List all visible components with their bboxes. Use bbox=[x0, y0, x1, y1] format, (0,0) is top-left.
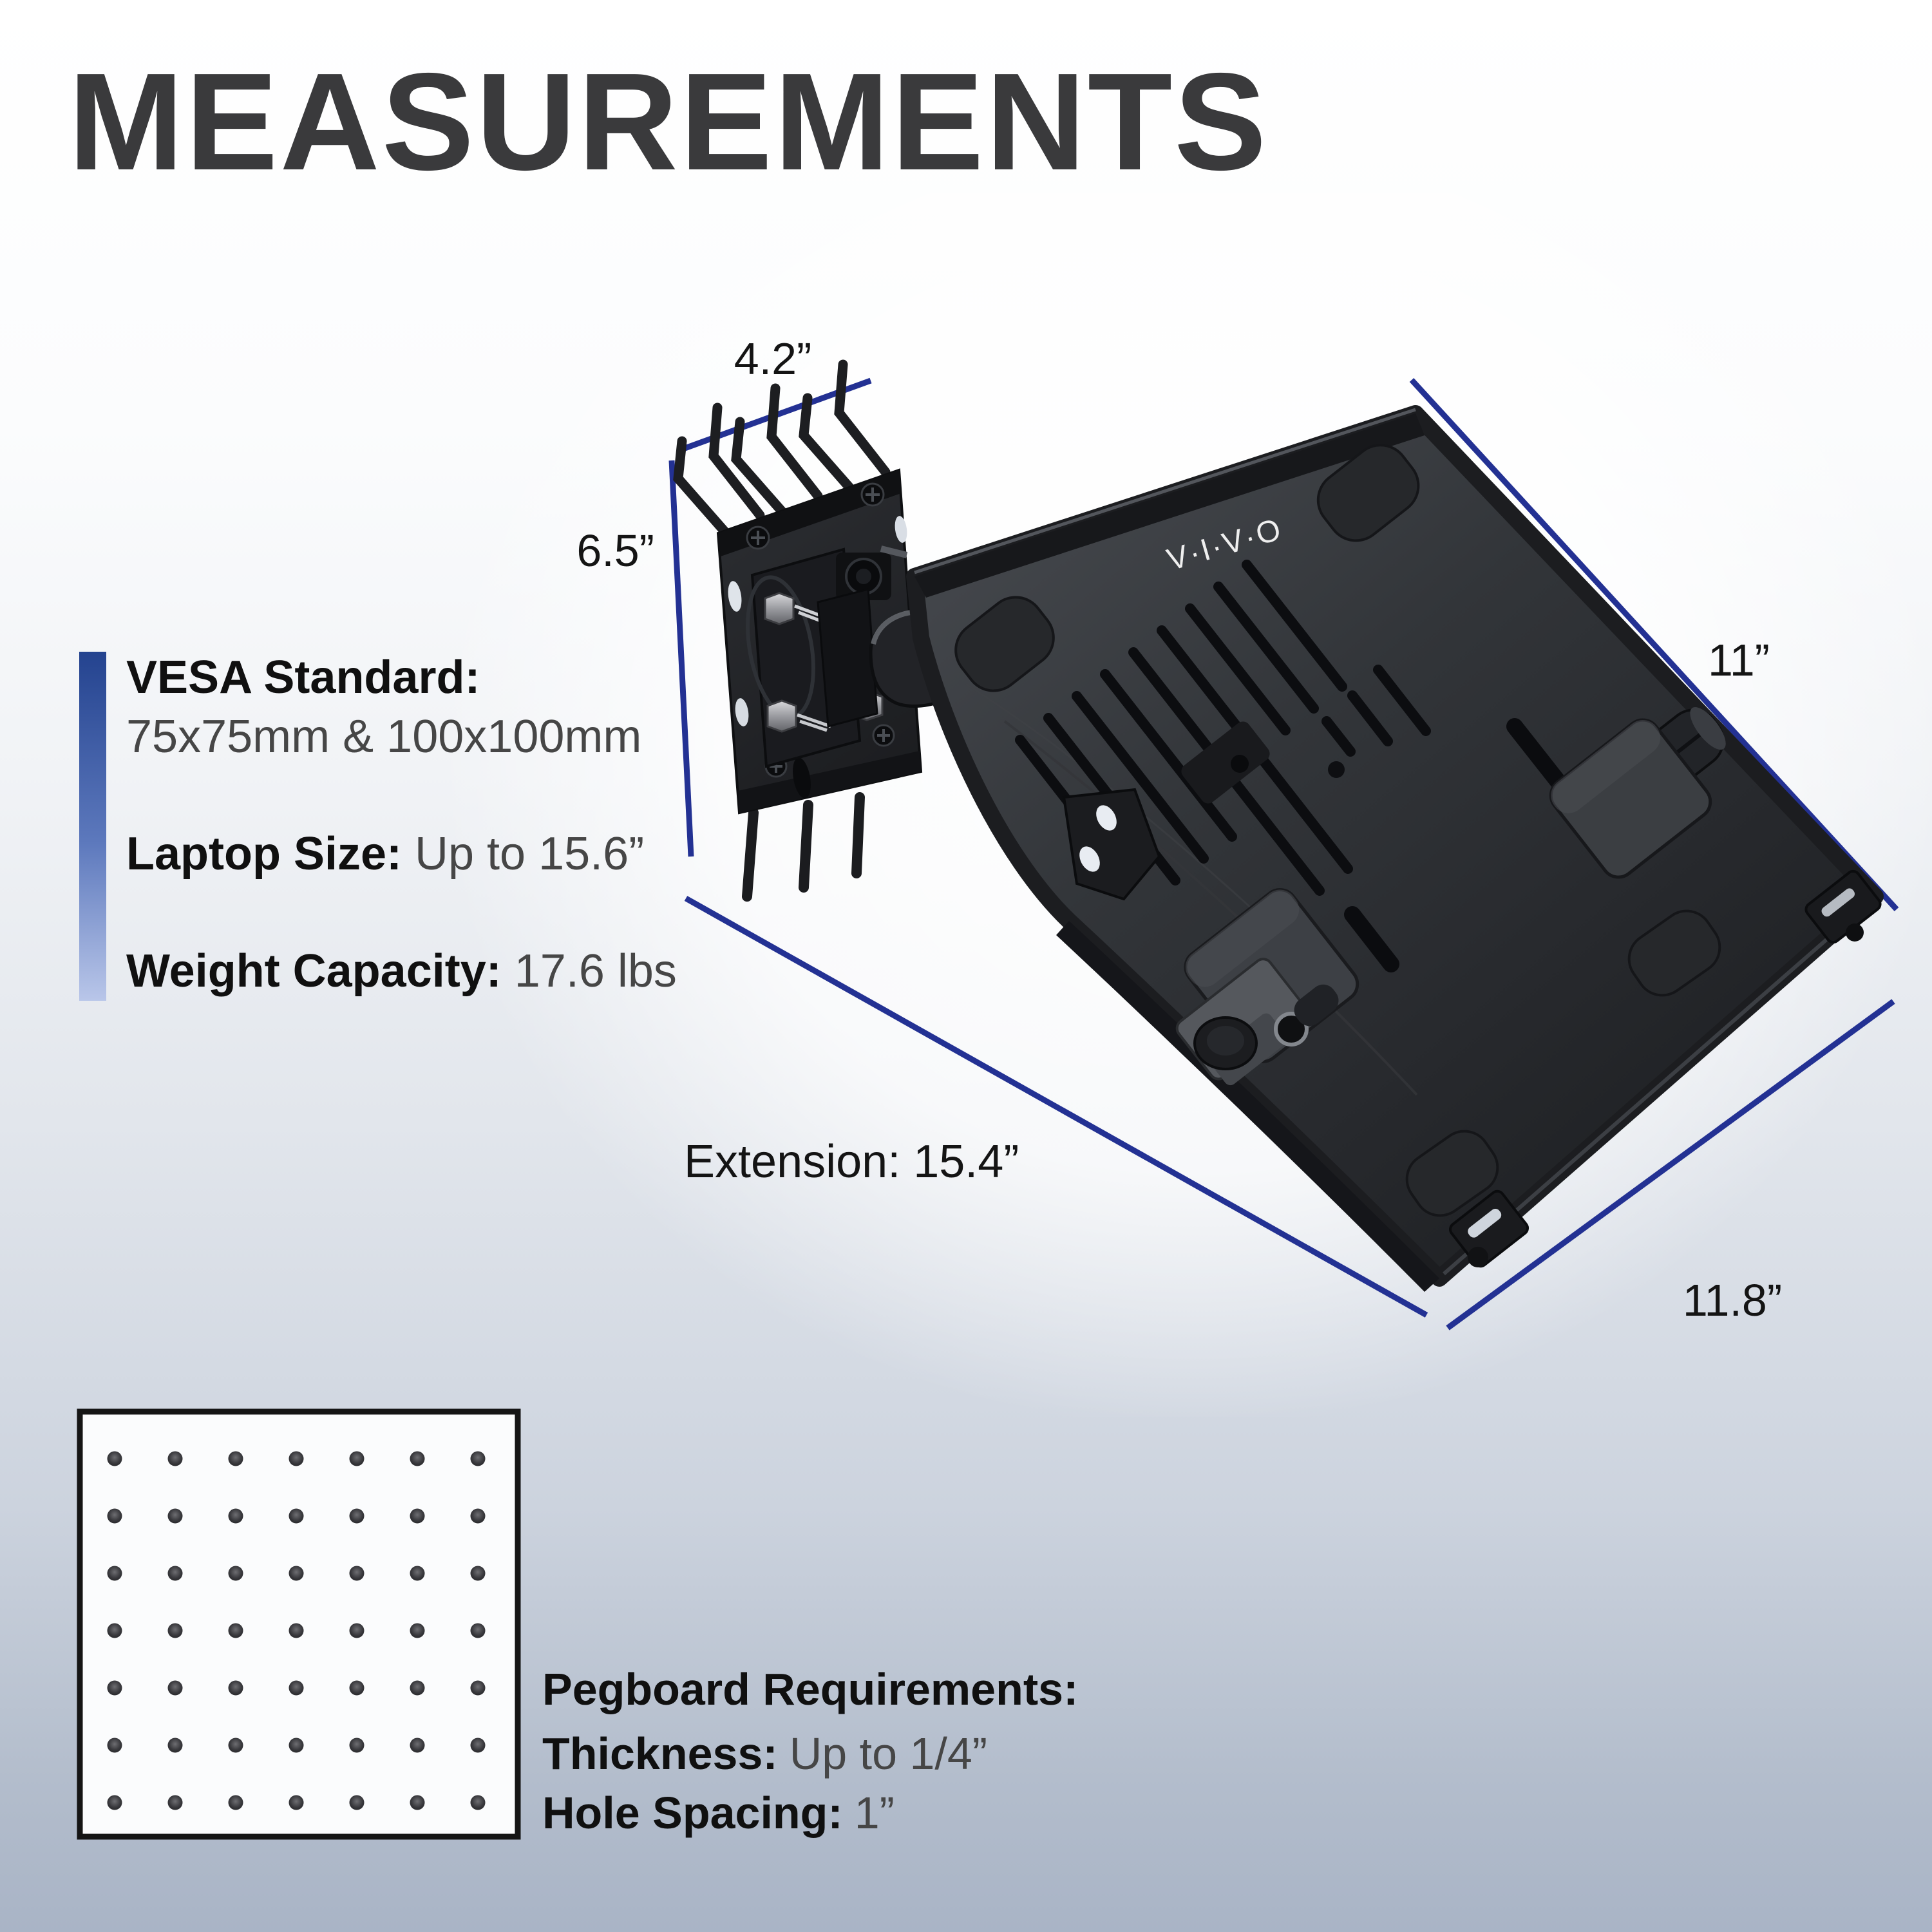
spec-laptop-size: Laptop Size:Up to 15.6” bbox=[126, 831, 644, 877]
dim-line-tray-front bbox=[1446, 999, 1895, 1331]
tray-back-edge-highlight bbox=[914, 408, 1416, 574]
bracket-plate-bottom-edge bbox=[738, 751, 921, 813]
tray-crease bbox=[1003, 720, 1418, 1096]
pegboard-thickness-value: Up to 1/4” bbox=[789, 1728, 988, 1779]
dim-label-tray-front: 11.8” bbox=[1682, 1275, 1783, 1325]
dim-label-tray-side: 11” bbox=[1708, 635, 1770, 685]
dim-label-bracket-height: 6.5” bbox=[576, 526, 654, 576]
pivot-bolt-bottom bbox=[766, 699, 831, 733]
pegboard-holes bbox=[83, 1415, 515, 1833]
pegboard-bracket bbox=[673, 359, 923, 902]
spec-accent-bar bbox=[79, 652, 106, 1001]
page-title: MEASUREMENTS bbox=[68, 44, 1269, 199]
pad-bottom bbox=[1405, 1130, 1499, 1217]
tray-back-lip bbox=[914, 413, 1425, 598]
right-clamp bbox=[1549, 707, 1726, 879]
dim-label-extension: Extension: 15.4” bbox=[684, 1136, 1019, 1188]
spec-vesa-value: 75x75mm & 100x100mm bbox=[126, 714, 641, 760]
pad-top-right bbox=[1316, 444, 1420, 542]
spec-weight-label: Weight Capacity: bbox=[126, 945, 502, 997]
spec-vesa-label: VESA Standard: bbox=[126, 654, 480, 701]
pegboard-spacing-row: Hole Spacing:1” bbox=[542, 1790, 895, 1835]
pegboard-prongs-icon bbox=[742, 792, 865, 902]
edge-clips bbox=[1449, 869, 1882, 1268]
tray-surface bbox=[906, 405, 1884, 1287]
plate-screws bbox=[746, 482, 895, 778]
front-clamp bbox=[1175, 888, 1359, 1086]
small-screw-tip bbox=[880, 545, 908, 558]
spec-weight-value: 17.6 lbs bbox=[514, 945, 677, 997]
pegboard-thickness-label: Thickness: bbox=[542, 1728, 778, 1779]
front-clamp-bolt bbox=[1274, 1012, 1309, 1046]
spec-vesa-label-text: VESA Standard: bbox=[126, 652, 480, 703]
laptop-tray: V·I·V·O bbox=[906, 405, 1884, 1292]
dim-line-bracket-height bbox=[668, 460, 694, 857]
pivot-column bbox=[817, 588, 878, 728]
tray-foam-pads bbox=[954, 444, 1721, 1217]
spec-laptop-value: Up to 15.6” bbox=[415, 828, 645, 880]
pegboard-thickness-row: Thickness:Up to 1/4” bbox=[542, 1731, 987, 1776]
pegboard-spacing-value: 1” bbox=[854, 1788, 895, 1838]
pegboard-heading: Pegboard Requirements: bbox=[542, 1664, 1079, 1714]
pegboard-spacing-label: Hole Spacing: bbox=[542, 1788, 843, 1838]
dim-line-tray-side bbox=[1409, 377, 1899, 912]
under-tray-hinge bbox=[1181, 721, 1270, 804]
bracket-pivot-assembly bbox=[746, 545, 908, 768]
spec-vesa-value-text: 75x75mm & 100x100mm bbox=[126, 711, 642, 762]
pad-top-left bbox=[954, 596, 1055, 692]
under-tray-bracket bbox=[1062, 721, 1270, 901]
tray-center-hole bbox=[1328, 761, 1345, 778]
right-clamp-plate bbox=[1549, 718, 1712, 879]
tray-front-lip bbox=[1056, 921, 1439, 1292]
pad-right bbox=[1627, 909, 1721, 997]
pegboard-hooks-icon bbox=[673, 359, 891, 536]
spec-weight-capacity: Weight Capacity:17.6 lbs bbox=[126, 948, 677, 994]
pegboard-swatch bbox=[77, 1408, 521, 1840]
dim-line-extension bbox=[684, 896, 1428, 1318]
spec-laptop-label: Laptop Size: bbox=[126, 828, 402, 880]
dim-label-bracket-width: 4.2” bbox=[734, 334, 812, 384]
plate-holes bbox=[728, 516, 907, 799]
front-clamp-roller bbox=[1294, 984, 1339, 1027]
